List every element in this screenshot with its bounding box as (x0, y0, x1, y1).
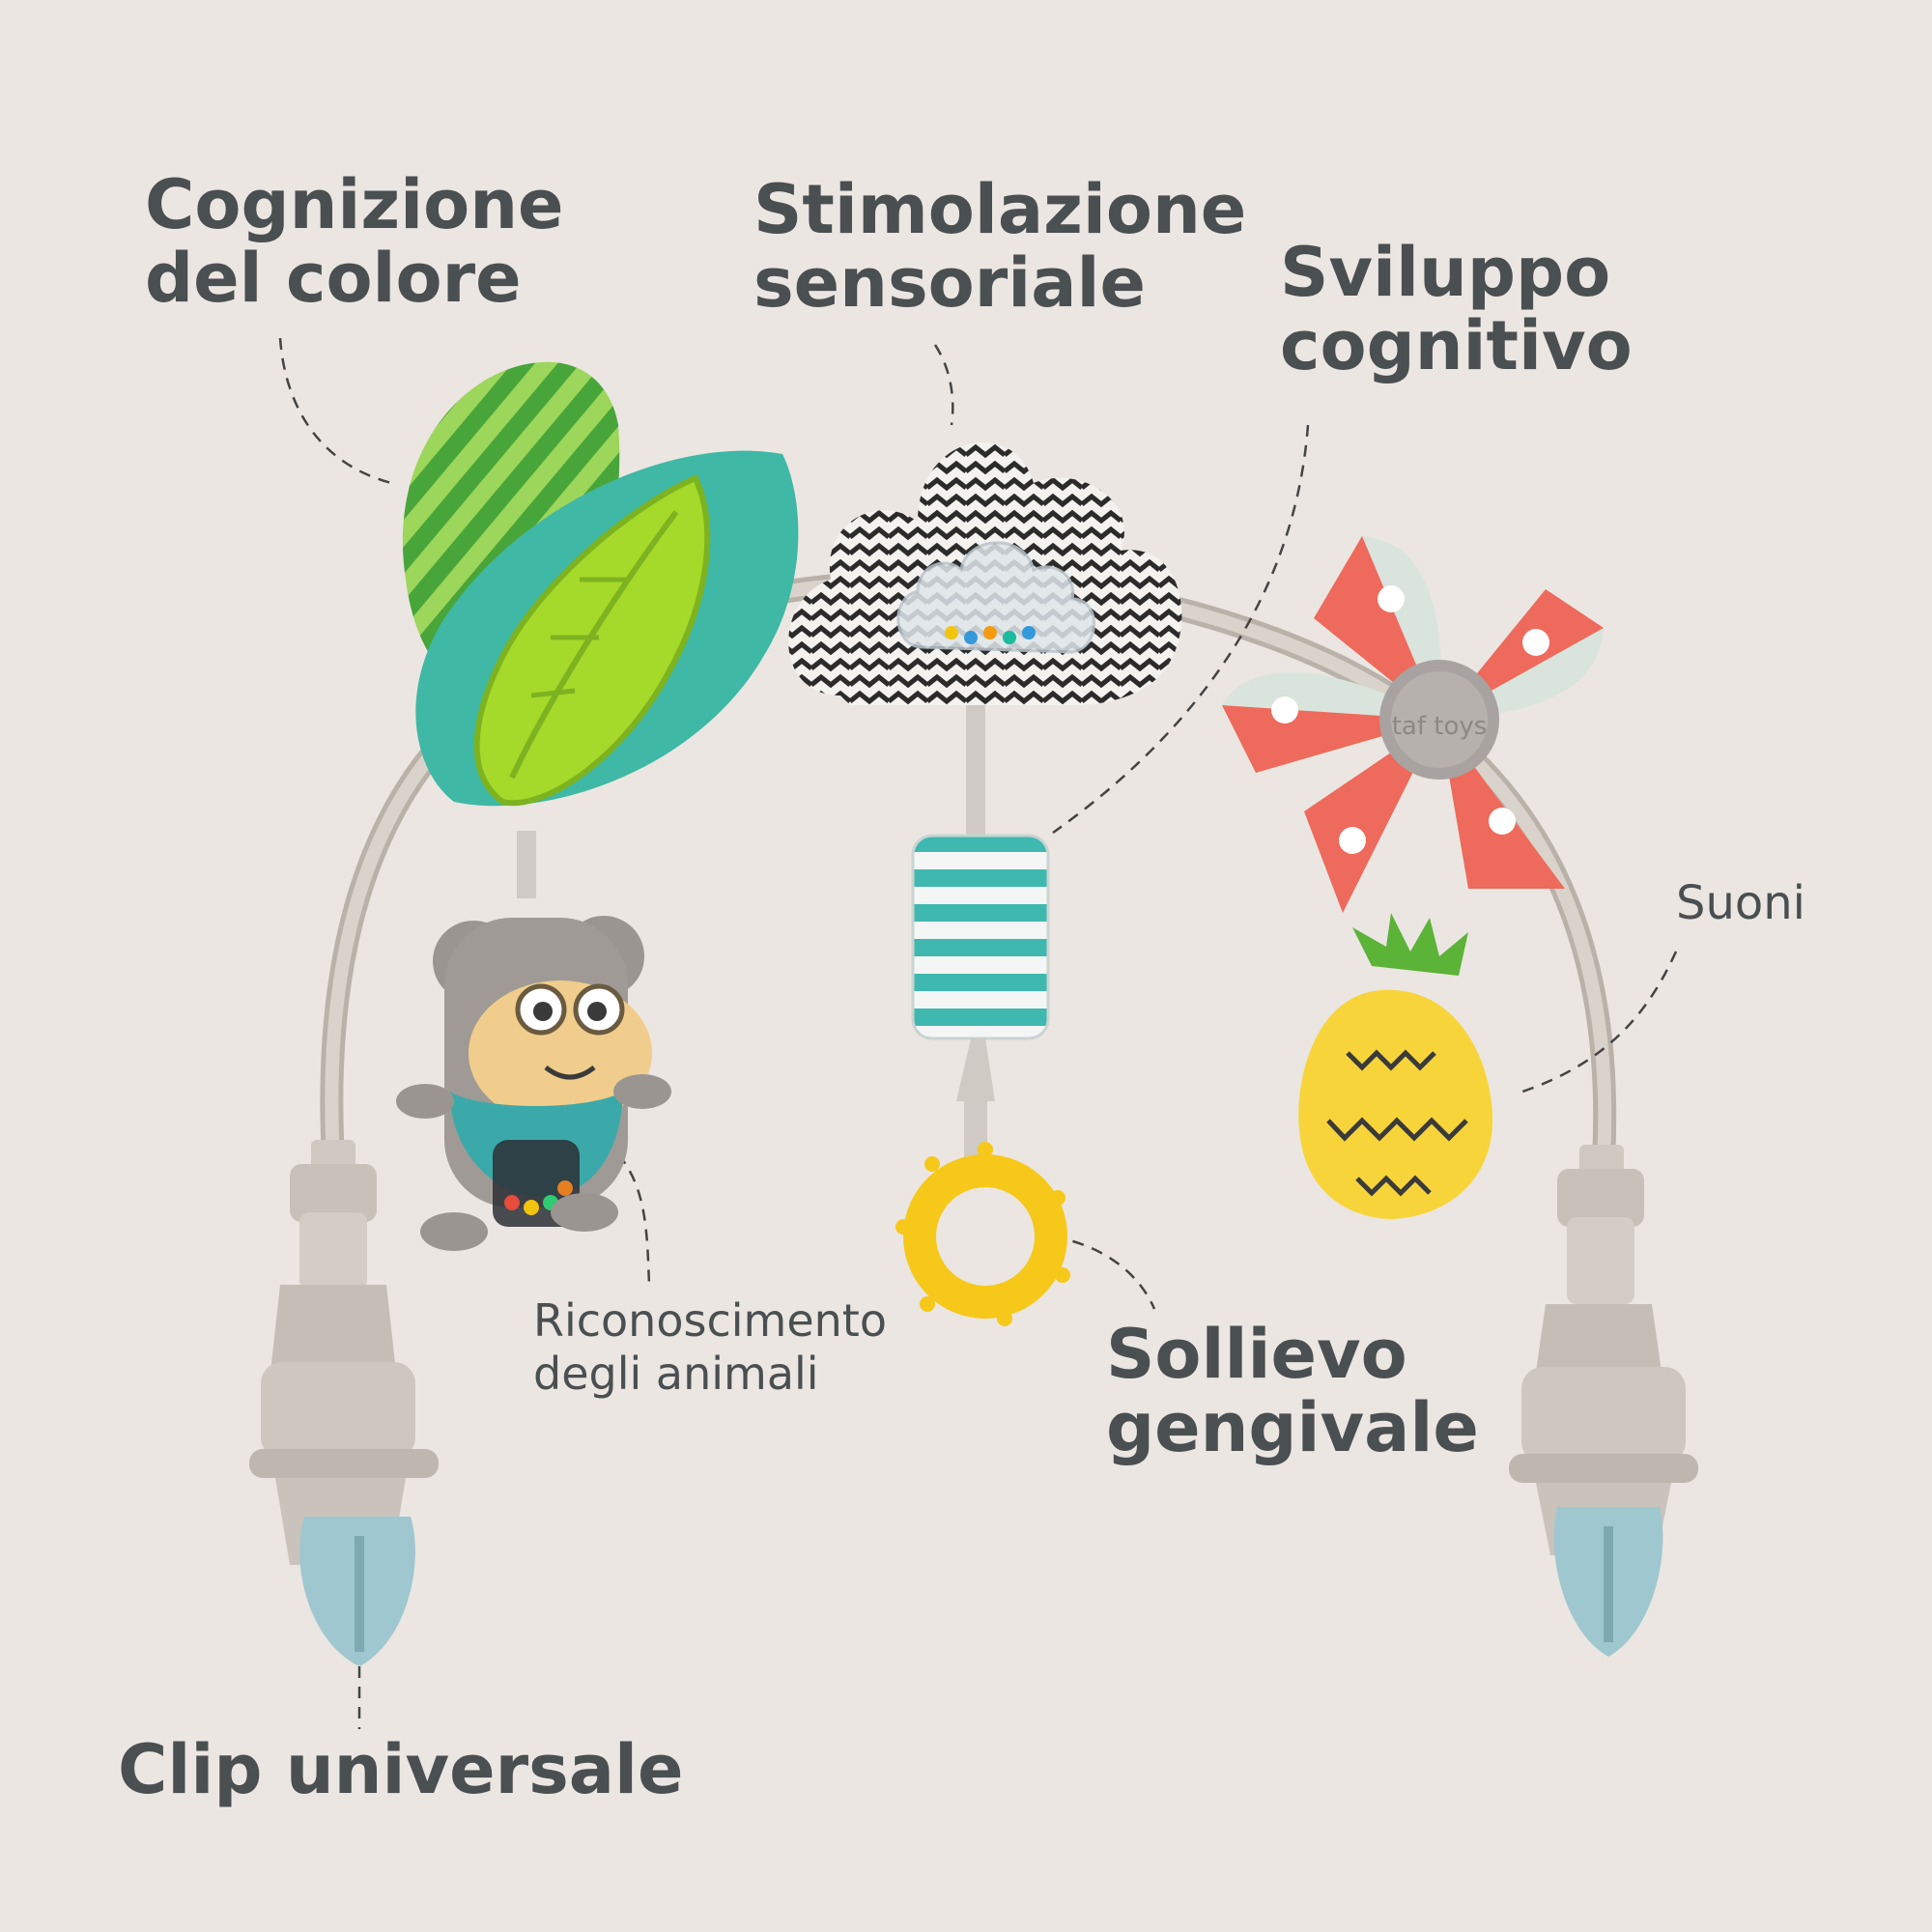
label-animal-recognition: Riconoscimento degli animali (533, 1294, 887, 1401)
label-animal-recognition-line2: degli animali (533, 1348, 819, 1401)
leaf-toy-icon (402, 361, 799, 898)
label-color-cognition-line2: del colore (145, 238, 522, 318)
label-color-cognition: Cognizione del colore (145, 165, 564, 318)
label-cognitive-development-line1: Sviluppo (1280, 233, 1611, 312)
label-cognitive-development-line2: cognitivo (1280, 305, 1633, 385)
label-sounds: Suoni (1676, 876, 1806, 930)
label-gum-relief-line1: Sollievo (1106, 1315, 1407, 1394)
striped-cylinder-icon (911, 834, 1050, 1179)
teether-ring-icon (895, 1142, 1070, 1326)
label-universal-clip: Clip universale (118, 1730, 684, 1809)
label-sensory-stimulation-line2: sensoriale (753, 242, 1146, 323)
label-gum-relief-line2: gengivale (1106, 1387, 1479, 1467)
label-sensory-stimulation: Stimolazione sensoriale (753, 170, 1247, 323)
clip-right-icon (1509, 1145, 1698, 1657)
pinwheel-icon: taf toys (1222, 536, 1604, 913)
clip-left-icon (249, 1140, 439, 1666)
cloud-rattle-icon (788, 441, 1182, 840)
brand-mark: taf toys (1392, 712, 1488, 741)
label-animal-recognition-line1: Riconoscimento (533, 1294, 887, 1347)
label-cognitive-development: Sviluppo cognitivo (1280, 233, 1633, 385)
leader-lines (278, 337, 1678, 1729)
pineapple-toy-icon (1298, 913, 1492, 1219)
label-gum-relief: Sollievo gengivale (1106, 1315, 1479, 1467)
label-sensory-stimulation-line1: Stimolazione (753, 170, 1247, 249)
label-color-cognition-line1: Cognizione (145, 165, 564, 244)
monkey-rattle-icon (396, 916, 671, 1251)
